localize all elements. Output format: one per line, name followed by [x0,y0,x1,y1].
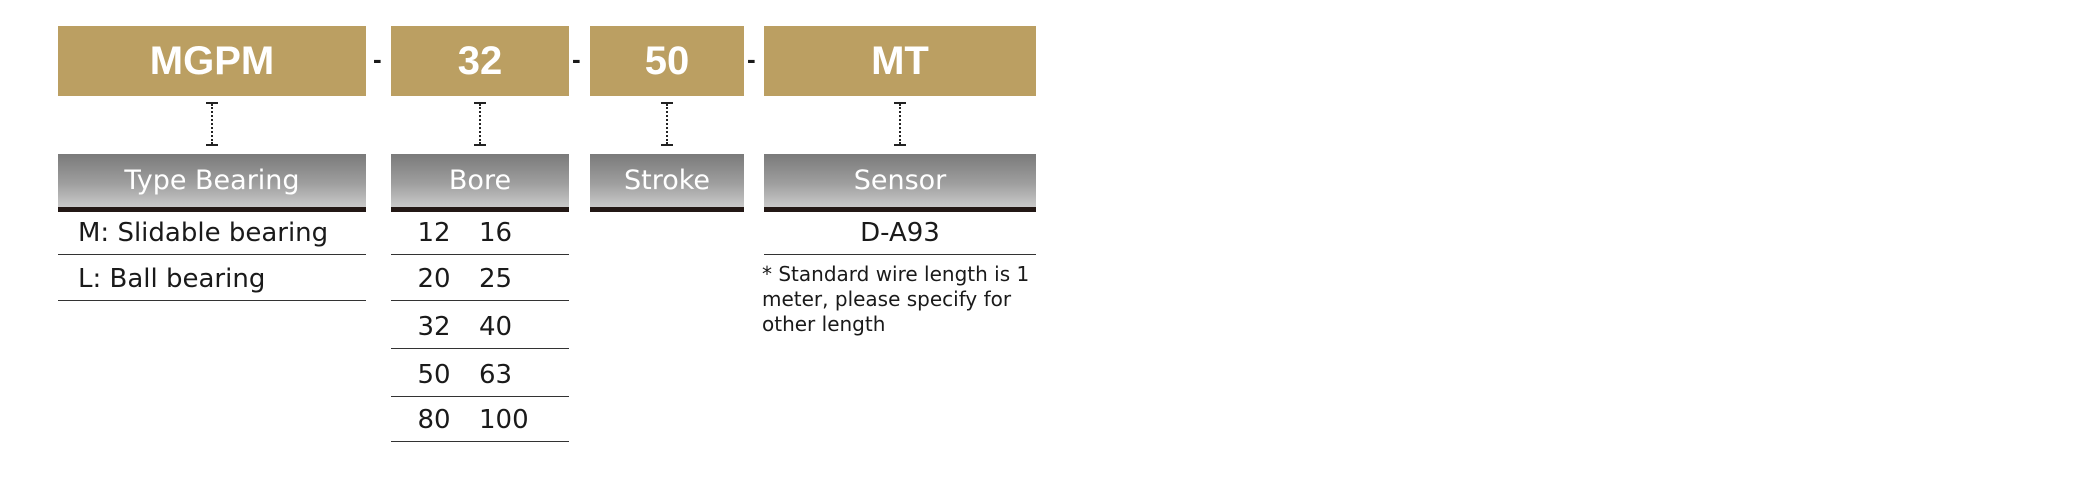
sensor-row-model: D-A93 [764,211,1036,255]
connector-type [206,102,218,146]
code-part-bore: 32 [391,26,569,96]
connector-stroke [661,102,673,146]
bore-row: 80 100 [391,398,569,442]
bore-value: 100 [479,404,529,435]
code-separator: - [747,44,756,74]
bore-value: 40 [479,311,513,342]
bore-value: 20 [417,263,451,294]
code-separator: - [572,44,581,74]
sensor-note: * Standard wire length is 1 meter, pleas… [762,262,1030,336]
bore-row: 50 63 [391,353,569,397]
connector-sensor [894,102,906,146]
bore-value: 25 [479,263,513,294]
header-type-bearing: Type Bearing [58,154,366,212]
header-sensor: Sensor [764,154,1036,212]
code-part-model: MGPM [58,26,366,96]
code-part-sensor: MT [764,26,1036,96]
bore-value: 12 [417,217,451,248]
bore-value: 16 [479,217,513,248]
bore-row: 12 16 [391,211,569,255]
bore-value: 32 [417,311,451,342]
bore-value: 50 [417,359,451,390]
header-stroke: Stroke [590,154,744,212]
bore-row: 20 25 [391,257,569,301]
header-bore: Bore [391,154,569,212]
code-separator: - [373,44,382,74]
code-part-stroke: 50 [590,26,744,96]
bore-row: 32 40 [391,305,569,349]
connector-bore [474,102,486,146]
type-bearing-row-ball: L: Ball bearing [58,257,366,301]
type-bearing-row-slidable: M: Slidable bearing [58,211,366,255]
bore-value: 63 [479,359,513,390]
bore-value: 80 [417,404,451,435]
